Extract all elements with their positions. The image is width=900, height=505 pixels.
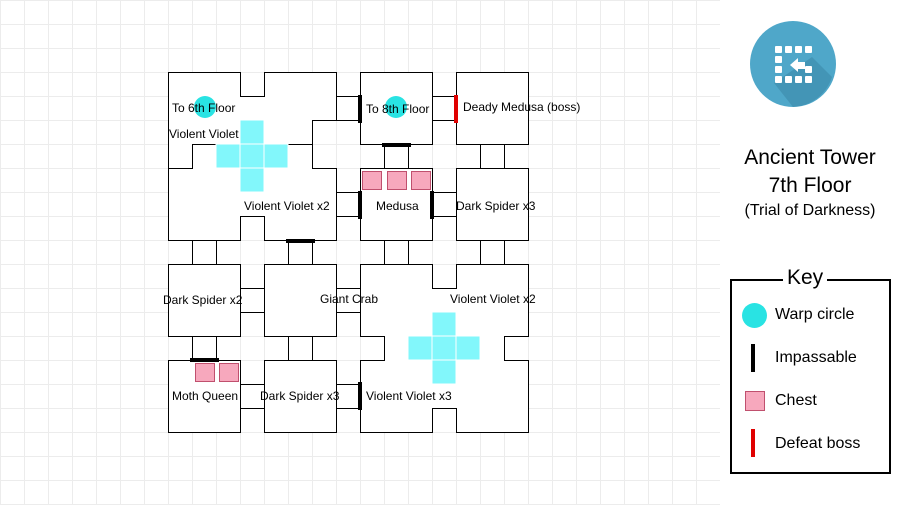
corridor <box>384 144 409 169</box>
room-label: Violent Violet x2 <box>450 292 536 306</box>
corridor <box>336 384 361 409</box>
chest <box>387 171 407 190</box>
corridor <box>384 240 409 265</box>
floor-tile <box>431 335 457 361</box>
floor-tile <box>431 311 457 337</box>
map-subtitle: 7th Floor <box>768 174 852 197</box>
floor-tile <box>431 359 457 385</box>
room-dark-spider-x2 <box>168 264 241 337</box>
chest <box>195 363 215 382</box>
warp-circle <box>385 96 407 118</box>
impassable-wall <box>190 358 219 362</box>
legend-item-label: Chest <box>775 392 817 409</box>
map-subtitle-note: (Trial of Darkness) <box>744 202 876 219</box>
corridor <box>288 336 313 361</box>
floor-tile <box>239 167 265 193</box>
floor-tile <box>239 119 265 145</box>
room-label: Moth Queen <box>172 389 239 403</box>
room-label: Dark Spider x2 <box>163 293 243 307</box>
corridor <box>336 192 361 217</box>
boss-barrier <box>454 95 458 123</box>
floor-tile <box>407 335 433 361</box>
room-label: Deady Medusa (boss) <box>463 100 581 114</box>
map-drawing <box>168 72 529 433</box>
room-label: Medusa <box>376 199 419 213</box>
impassable-wall-icon <box>751 344 755 372</box>
warp-circle-icon <box>742 303 767 328</box>
impassable-wall <box>382 143 411 147</box>
impassable-wall <box>358 191 362 219</box>
room-label: Dark Spider x3 <box>260 389 340 403</box>
impassable-wall <box>358 95 362 123</box>
room-label: Violent Violet x3 <box>366 389 452 403</box>
tower-logo-icon <box>750 21 836 107</box>
corridor <box>480 144 505 169</box>
impassable-wall <box>286 239 315 243</box>
room-label: Dark Spider x3 <box>456 199 536 213</box>
floor-tile <box>215 143 241 169</box>
room-dark-spider-x3-lower <box>264 360 337 433</box>
room-label: To 6th Floor <box>172 101 236 115</box>
legend-item-label: Warp circle <box>775 306 855 323</box>
dungeon-map: To 6th Floor Violent Violet To 8th Floor… <box>0 0 720 505</box>
chest <box>362 171 382 190</box>
corridor <box>336 96 361 121</box>
room-label: Violent Violet <box>169 127 239 141</box>
warp-circle <box>194 96 216 118</box>
chest <box>411 171 431 190</box>
legend-title: Key <box>783 266 828 290</box>
corridor <box>192 336 217 361</box>
corridor <box>288 240 313 265</box>
legend-item-label: Defeat boss <box>775 435 861 452</box>
corridor <box>336 288 361 313</box>
corridor <box>480 240 505 265</box>
boss-barrier-icon <box>751 429 755 457</box>
chest-icon <box>745 391 765 411</box>
corridor <box>240 384 265 409</box>
floor-tile <box>455 335 481 361</box>
room-label: To 8th Floor <box>366 102 430 116</box>
corridor <box>432 96 457 121</box>
legend-item-label: Impassable <box>775 349 857 366</box>
chest <box>219 363 239 382</box>
floor-tile <box>239 143 265 169</box>
room-dark-spider-x3-upper <box>456 168 529 241</box>
impassable-wall <box>430 191 434 219</box>
corridor <box>192 240 217 265</box>
room-label: Giant Crab <box>320 292 379 306</box>
room-label: Violent Violet x2 <box>244 199 330 213</box>
impassable-wall <box>358 382 362 410</box>
corridor <box>432 192 457 217</box>
map-title: Ancient Tower <box>744 146 876 169</box>
corridor <box>240 288 265 313</box>
floor-tile <box>263 143 289 169</box>
